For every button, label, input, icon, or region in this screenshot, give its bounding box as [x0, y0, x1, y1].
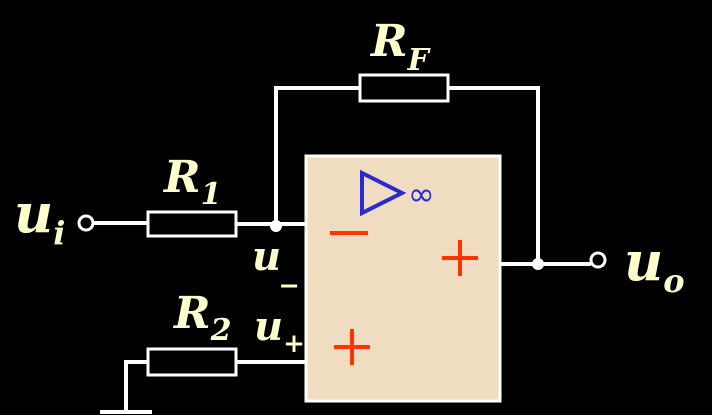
output-node-dot — [532, 258, 544, 270]
noninverting-input-plus-sign — [334, 329, 370, 365]
label-r2: R2 — [172, 288, 231, 348]
resistor-rf — [358, 73, 450, 103]
label-uo: uo — [624, 229, 685, 300]
input-terminal — [77, 214, 95, 232]
resistor-r1 — [146, 210, 238, 238]
ground-wire — [124, 360, 148, 412]
label-ui: ui — [14, 181, 65, 252]
output-terminal — [589, 251, 607, 269]
opamp-triangle-icon — [360, 169, 407, 217]
label-r1: R1 — [162, 152, 221, 212]
feedback-wire-right — [448, 86, 540, 264]
opamp-body — [304, 154, 502, 403]
opamp-infinity-symbol: ∞ — [408, 175, 435, 213]
feedback-wire-left — [274, 86, 360, 226]
output-plus-sign — [442, 240, 478, 276]
label-rf: RF — [369, 16, 432, 78]
label-u-plus: u+ — [254, 303, 305, 359]
resistor-r2 — [146, 347, 238, 377]
label-u-minus: u_ — [252, 233, 297, 288]
